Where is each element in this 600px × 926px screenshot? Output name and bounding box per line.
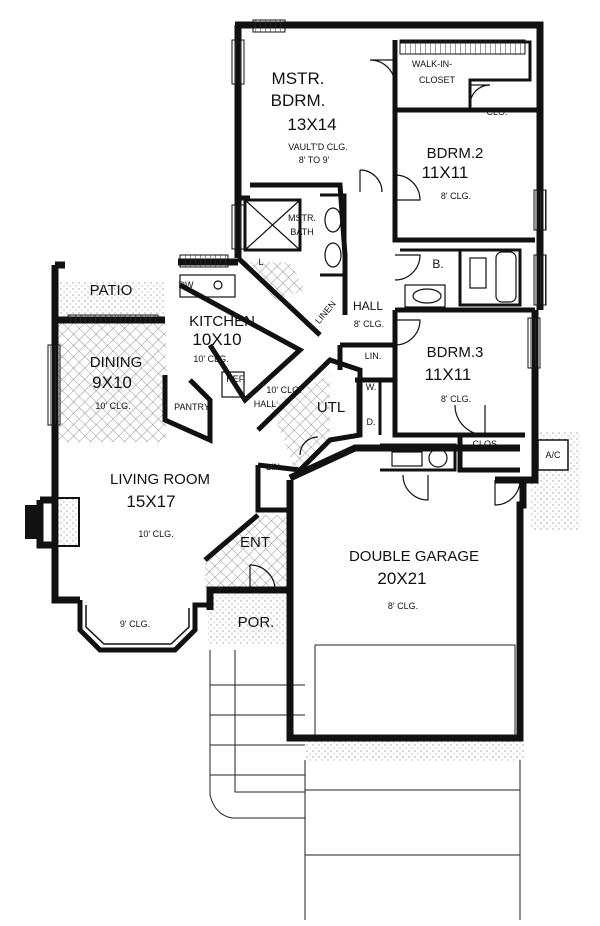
garage-ceiling: 8' CLG. [387,601,419,611]
walk-in-closet-label: WALK-IN- [411,59,453,69]
bay-window [77,600,210,653]
master-bedroom-name-2: BDRM. [270,91,326,110]
porch-label: POR. [237,614,275,631]
dryer-label: D. [366,417,376,427]
walk-in-closet-label-2: CLOSET [418,75,456,85]
bay-ceiling: 9' CLG. [119,619,151,629]
windows [47,19,547,426]
dining-ceiling: 10' CLG. [95,401,131,411]
dining-size: 9X10 [92,373,132,392]
pantry-label: PANTRY [174,402,210,412]
closet-label: CLO. [486,107,508,117]
doors [249,59,521,591]
refrigerator-label: REF. [226,374,246,384]
master-bedroom-ceiling-2: 8' TO 9' [298,155,330,165]
master-bedroom-name: MSTR. [271,69,325,88]
utility-label: UTL [316,399,346,416]
closet-bdrm3-label: CLOS. [472,439,500,449]
bedroom-2-ceiling: 8' CLG. [440,191,472,201]
bedroom-2-size: 11X11 [421,163,469,182]
living-room-size: 15X17 [126,492,176,511]
bedroom-2-name: BDRM.2 [426,145,484,162]
hall-upper-ceiling: 8' CLG. [353,319,385,329]
floor-finishes [55,262,580,761]
garage-name: DOUBLE GARAGE [348,548,480,565]
garage-size: 20X21 [377,569,427,588]
washer-label: W. [365,382,377,392]
patio-label: PATIO [89,282,133,299]
living-room-ceiling: 10' CLG. [138,529,174,539]
fireplace [25,497,80,547]
bath-label: B. [432,257,444,271]
master-bedroom-size: 13X14 [287,115,337,134]
master-bath-label-2: BATH [290,227,314,237]
master-bath-label: MSTR. [288,213,316,223]
kitchen-name: KITCHEN [189,313,255,330]
kitchen-ceiling: 10' CLG. [193,354,229,364]
dishwasher-label: DW [178,280,194,290]
driveway [209,644,521,920]
linen-upper-label: LIN. [364,351,382,361]
dining-name: DINING [89,354,143,371]
master-bedroom-ceiling: VAULT'D CLG. [288,142,348,152]
ac-label: A/C [545,450,561,460]
linen-closet-l: L [258,257,264,267]
hall-lower-ceiling: 10' CLG. [266,385,302,395]
bedroom-3-name: BDRM.3 [426,344,484,361]
fixtures [179,199,517,468]
living-room-name: LIVING ROOM [109,471,211,488]
ac-pad [537,439,569,471]
linen-lower-label: LIN [265,462,281,472]
entry-label: ENT [240,534,270,551]
bedroom-3-size: 11X11 [424,365,472,384]
kitchen-size: 10X10 [192,330,242,349]
bedroom-3-ceiling: 8' CLG. [440,394,472,404]
hall-upper-name: HALL [352,299,384,313]
hall-lower-name: HALL [253,399,277,409]
